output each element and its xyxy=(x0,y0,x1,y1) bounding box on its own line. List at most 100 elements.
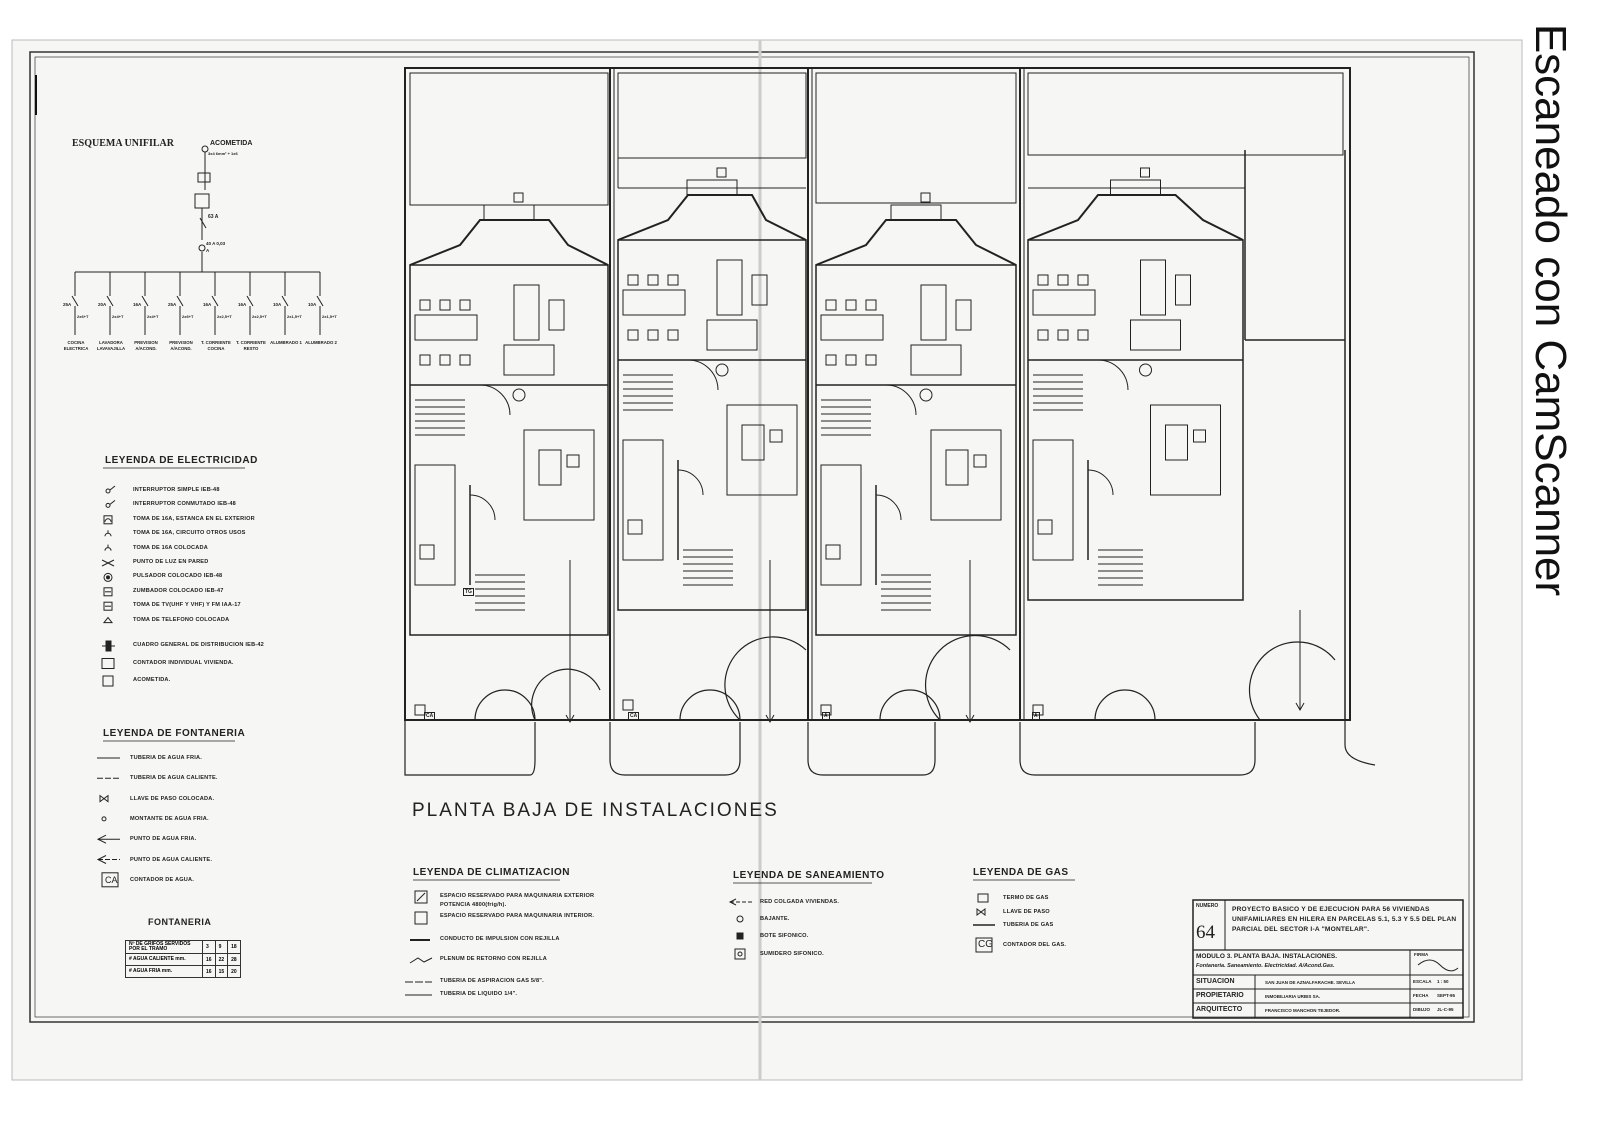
dining-chair xyxy=(419,299,431,311)
house-ground-floor xyxy=(409,264,609,636)
dining-chair xyxy=(1037,329,1049,341)
meter-box xyxy=(622,699,634,711)
legend-symbols xyxy=(103,467,1075,884)
circuit-breaker xyxy=(106,295,114,307)
socket-symbol xyxy=(103,515,113,525)
legend-electricidad-item: TOMA DE TELEFONO COLOCADA xyxy=(133,616,230,623)
switch-symbol xyxy=(109,500,116,505)
armchairs xyxy=(706,319,758,351)
circuit-label: PREVISION A/ACOND. xyxy=(134,340,158,351)
dining-chair xyxy=(627,274,639,286)
tb-firma-label: FIRMA xyxy=(1414,952,1429,957)
switch-symbol xyxy=(109,485,116,491)
switch-symbol xyxy=(105,488,111,494)
house-ground-floor xyxy=(1027,239,1244,601)
house-ground-floor xyxy=(617,239,807,611)
table-cell: 9 xyxy=(214,940,229,954)
dining-chair xyxy=(439,354,451,366)
socket-symbol xyxy=(104,532,112,537)
legend-fontaneria-item: PUNTO DE AGUA FRIA. xyxy=(130,836,197,843)
circuit-rating: 20A xyxy=(98,302,107,307)
ac-unit xyxy=(483,204,535,221)
sofa xyxy=(716,259,743,316)
dining-chair xyxy=(865,299,877,311)
cooktop xyxy=(1037,519,1053,535)
tb-situacion: SAN JUAN DE AZNALFARACHE. SEVILLA xyxy=(1265,980,1356,985)
ac-unit xyxy=(686,179,738,196)
house-ground-floor xyxy=(815,264,1017,636)
circuit-label: ALUMBRADO 2 xyxy=(305,340,337,345)
door-swing xyxy=(885,384,917,416)
armchairs xyxy=(1130,319,1181,351)
circuit-breaker xyxy=(176,295,184,307)
water-meter-symbol xyxy=(101,872,119,888)
legend-gas-item: LLAVE DE PASO xyxy=(1003,909,1050,915)
legend-fontaneria-item: TUBERIA DE AGUA CALIENTE. xyxy=(130,775,218,782)
circuit-cable: 2x1,5+T xyxy=(322,314,337,319)
tb-project: PROYECTO BASICO Y DE EJECUCION PARA 56 V… xyxy=(1232,906,1457,933)
legend-gas-title: LEYENDA DE GAS xyxy=(973,867,1069,878)
trap-symbol xyxy=(736,932,744,940)
dining-chair xyxy=(845,299,857,311)
circuit-breaker xyxy=(316,295,324,307)
tb-escala: 1 : 50 xyxy=(1437,979,1449,984)
dining-chair xyxy=(647,329,659,341)
plan-tag-acometida: A xyxy=(822,712,830,720)
light-symbol xyxy=(101,559,115,567)
circuit-rating: 25A xyxy=(63,302,72,307)
study-room xyxy=(726,404,798,496)
tb-plano: MODULO 3. PLANTA BAJA. INSTALACIONES. xyxy=(1196,953,1338,960)
door-swing xyxy=(1097,359,1129,391)
table-cell: 22 xyxy=(214,953,229,966)
dining-chair xyxy=(667,274,679,286)
watermark-text: Escaneado con CamScanner xyxy=(1526,23,1575,597)
dining-table xyxy=(820,314,884,341)
armchairs xyxy=(910,344,962,376)
meter-box xyxy=(1032,704,1044,716)
legend-electricidad-title: LEYENDA DE ELECTRICIDAD xyxy=(105,455,258,466)
legend-fontaneria-item: MONTANTE DE AGUA FRIA. xyxy=(130,815,209,822)
title-block-frame xyxy=(1192,899,1464,1019)
plan-title: PLANTA BAJA DE INSTALACIONES xyxy=(412,800,779,821)
circuit-label: PREVISION A/ACOND. xyxy=(169,340,193,351)
circuit-rating: 16A xyxy=(203,302,212,307)
tb-numero: 64 xyxy=(1196,922,1215,943)
cooktop xyxy=(419,544,435,560)
cooktop xyxy=(627,519,643,535)
armchairs xyxy=(503,344,555,376)
tb-dibujo: JL-C-95 xyxy=(1437,1007,1454,1012)
dining-chair xyxy=(865,354,877,366)
legend-climatizacion-item: CONDUCTO DE IMPULSION CON REJILLA xyxy=(440,936,560,942)
tb-dibujo-label: DIBUJO xyxy=(1413,1007,1431,1012)
entrance-doors xyxy=(404,634,1376,776)
legend-electricidad-item: TOMA DE 16A, ESTANCA EN EL EXTERIOR xyxy=(133,515,255,522)
return-plenum-symbol xyxy=(409,957,433,964)
main-breaker-label: 63 A xyxy=(208,214,219,220)
tb-plano-sub: Fontaneria. Saneamiento. Electricidad. A… xyxy=(1196,963,1335,969)
tb-fecha-label: FECHA xyxy=(1413,993,1429,998)
washbasin xyxy=(919,388,933,402)
circuit-breaker xyxy=(71,295,79,307)
table-row-label: # AGUA CALIENTE mm. xyxy=(125,953,203,966)
legend-gas-item: TUBERIA DE GAS xyxy=(1003,922,1054,928)
dining-chair xyxy=(1057,274,1069,286)
fontaneria-table-title: FONTANERIA xyxy=(148,917,212,927)
legend-climatizacion-item: TUBERIA DE LIQUIDO 1/4". xyxy=(440,991,518,997)
legend-electricidad-item: ZUMBADOR COLOCADO IEB-47 xyxy=(133,587,224,594)
legend-saneamiento-item: BOTE SIFONICO. xyxy=(760,933,809,939)
floor-drain-symbol xyxy=(737,951,743,957)
tb-escala-label: ESCALA xyxy=(1413,979,1432,984)
dining-chair xyxy=(825,299,837,311)
meter-symbol xyxy=(101,658,115,669)
dining-chair xyxy=(419,354,431,366)
legend-fontaneria-item: LLAVE DE PASO COLOCADA. xyxy=(130,795,215,802)
table-cell: 18 xyxy=(227,940,241,954)
desk xyxy=(741,424,765,461)
tb-arquitecto: FRANCISCO MANCHON TEJEDOR. xyxy=(1265,1008,1341,1013)
coffee-table xyxy=(1175,274,1191,306)
